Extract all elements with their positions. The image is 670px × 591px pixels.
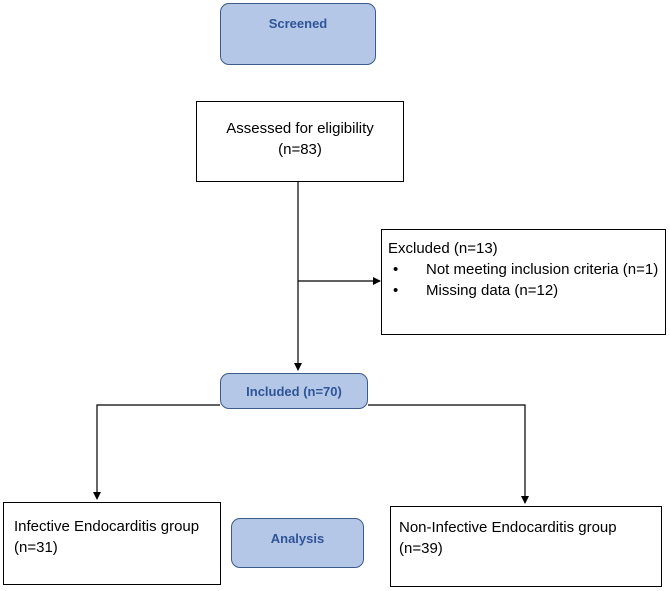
analysis-label: Analysis [270,531,325,546]
analysis-stage-box: Analysis [231,518,364,568]
excluded-title: Excluded (n=13) [388,240,498,257]
excluded-item: Not meeting inclusion criteria (n=1) [382,259,665,280]
included-box: Included (n=70) [220,373,368,409]
assessed-box: Assessed for eligibility (n=83) [196,101,404,182]
excluded-item: Missing data (n=12) [382,280,665,301]
noninfective-group-box: Non-Infective Endocarditis group (n=39) [390,506,662,587]
infective-group-box: Infective Endocarditis group (n=31) [3,502,221,585]
arrow-included-to-noninfective [368,404,529,504]
screened-stage-box: Screened [220,3,376,65]
excluded-box: Excluded (n=13) Not meeting inclusion cr… [381,229,666,335]
noninfective-group-count: (n=39) [399,540,443,557]
screened-label: Screened [268,16,328,31]
infective-group-count: (n=31) [14,539,58,556]
arrow-included-to-infective [93,404,220,500]
excluded-list: Not meeting inclusion criteria (n=1) Mis… [382,259,665,301]
assessed-title: Assessed for eligibility [226,120,374,137]
assessed-count: (n=83) [278,141,322,158]
included-label: Included (n=70) [246,383,342,399]
noninfective-group-title: Non-Infective Endocarditis group [399,519,617,536]
infective-group-title: Infective Endocarditis group [14,518,200,535]
